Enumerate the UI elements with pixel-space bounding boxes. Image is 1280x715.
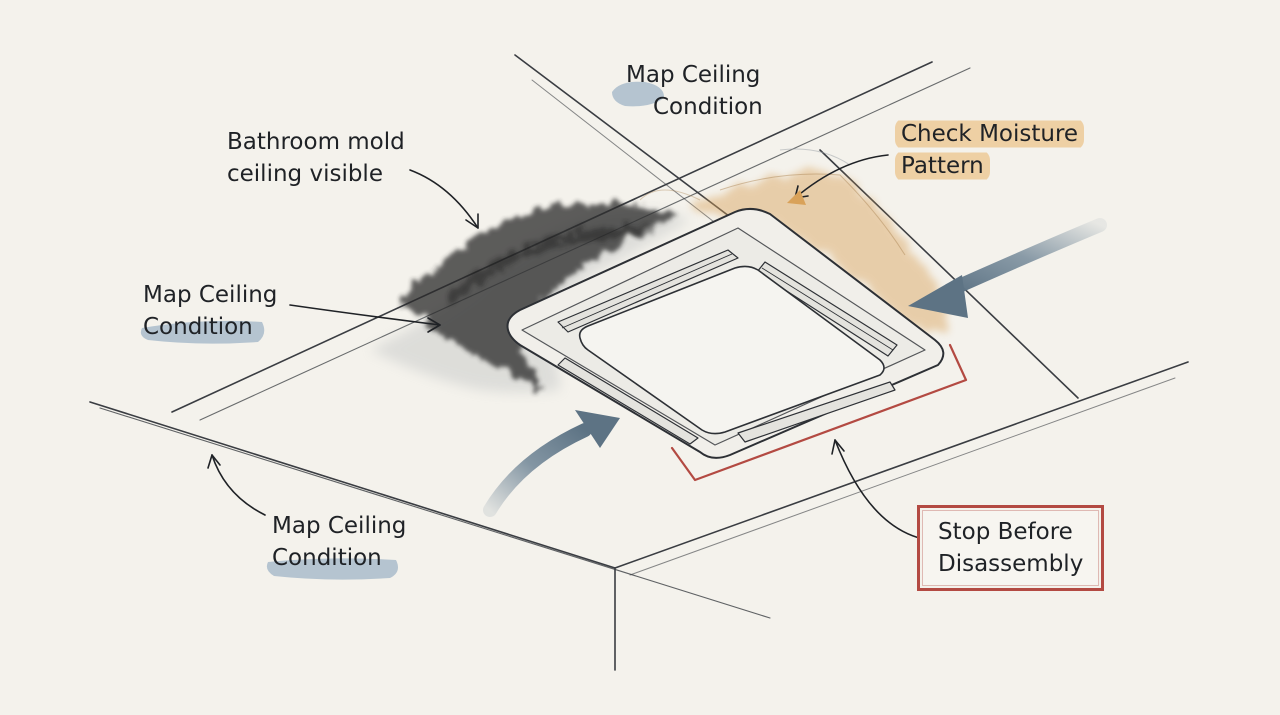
- label-highlights: [140, 81, 665, 580]
- pointer-arrows: [207, 154, 929, 541]
- airflow-arrow-right: [908, 218, 1107, 318]
- moisture-arrow-tip: [787, 190, 806, 205]
- airflow-arrow-left: [483, 410, 620, 517]
- moisture-label-line1: Check Moisture: [895, 118, 1085, 150]
- stop-label-line2: Disassembly: [938, 551, 1084, 577]
- mold-label-line1: Bathroom mold: [227, 129, 405, 155]
- top-map-label-line2: Condition: [653, 94, 763, 120]
- top-map-label: Map Ceiling Condition: [626, 59, 763, 123]
- top-map-label-line1: Map Ceiling: [626, 62, 761, 88]
- mold-pointer-arrow: [409, 169, 479, 229]
- stop-pointer-arrow: [831, 439, 929, 541]
- ceiling-cassette-unit: [506, 208, 945, 459]
- stop-label-line1: Stop Before: [938, 519, 1073, 545]
- bottom-left-map-label-line1: Map Ceiling: [272, 513, 407, 539]
- mold-label-line2: ceiling visible: [227, 161, 383, 187]
- bottom-left-map-label-line2: Condition: [272, 545, 382, 571]
- bottom-left-map-label: Map Ceiling Condition: [272, 510, 406, 574]
- stop-bracket: [670, 343, 968, 482]
- mold-patch: [370, 202, 690, 393]
- moisture-label-line2: Pattern: [895, 150, 990, 182]
- stop-label-box: Stop Before Disassembly: [917, 505, 1105, 591]
- left-pointer-arrow: [289, 304, 441, 333]
- left-map-label-line2: Condition: [143, 314, 253, 340]
- mold-label: Bathroom mold ceiling visible: [227, 126, 405, 190]
- left-map-label: Map Ceiling Condition: [143, 279, 277, 343]
- moisture-label: Check Moisture Pattern: [895, 118, 1085, 182]
- bottom-left-pointer-arrow: [207, 454, 266, 516]
- left-map-label-line1: Map Ceiling: [143, 282, 278, 308]
